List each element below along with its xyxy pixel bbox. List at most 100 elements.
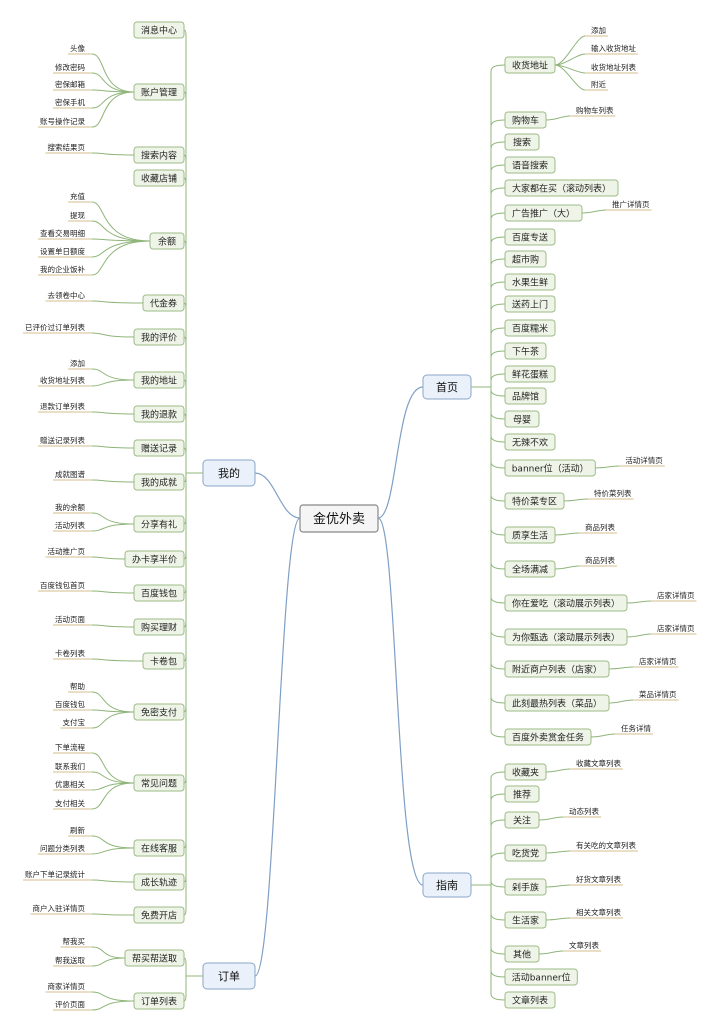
topic-mine-9[interactable]: 赠送记录 bbox=[133, 439, 187, 457]
leaf-mine-16-1[interactable]: 百度钱包 bbox=[53, 699, 135, 713]
topic-mine-6[interactable]: 我的评价 bbox=[133, 328, 187, 346]
topic-mine-4[interactable]: 余额 bbox=[149, 232, 187, 250]
topic-mine-5[interactable]: 代金券 bbox=[142, 294, 187, 312]
leaf-mine-9-0[interactable]: 赠送记录列表 bbox=[38, 435, 135, 449]
branch-guide[interactable]: 指南 bbox=[422, 872, 472, 898]
leaf-guide-0-0[interactable]: 收藏文章列表 bbox=[545, 758, 623, 773]
leaf-mine-17-3[interactable]: 支付相关 bbox=[53, 782, 135, 810]
topic-home-24[interactable]: 百度外卖赏金任务 bbox=[490, 728, 592, 746]
topic-mine-10[interactable]: 我的成就 bbox=[133, 473, 187, 491]
leaf-guide-2-0[interactable]: 动态列表 bbox=[538, 806, 601, 821]
topic-mine-1[interactable]: 账户管理 bbox=[133, 83, 187, 101]
topic-home-19[interactable]: 全场满减 bbox=[490, 560, 556, 578]
topic-home-1[interactable]: 购物车 bbox=[490, 111, 547, 129]
topic-home-11[interactable]: 下午茶 bbox=[490, 342, 547, 360]
leaf-mine-4-3[interactable]: 设置单日额度 bbox=[38, 240, 151, 258]
topic-home-16[interactable]: banner位（活动） bbox=[490, 459, 596, 477]
leaf-mine-17-0[interactable]: 下单流程 bbox=[53, 742, 135, 784]
leaf-home-0-3[interactable]: 附近 bbox=[554, 64, 608, 91]
leaf-mine-4-0[interactable]: 充值 bbox=[68, 191, 151, 242]
leaf-mine-12-0[interactable]: 活动推广页 bbox=[45, 546, 126, 560]
topic-home-2[interactable]: 搜索 bbox=[490, 133, 540, 151]
leaf-mine-20-0[interactable]: 商户入驻详情页 bbox=[30, 903, 135, 916]
topic-guide-0[interactable]: 收藏夹 bbox=[490, 763, 547, 781]
branch-mine[interactable]: 我的 bbox=[202, 459, 256, 487]
leaf-orders-0-1[interactable]: 帮我送取 bbox=[53, 955, 126, 967]
leaf-mine-11-1[interactable]: 活动列表 bbox=[53, 520, 135, 532]
leaf-mine-2-0[interactable]: 搜索结果页 bbox=[45, 142, 135, 156]
leaf-home-18-0[interactable]: 商品列表 bbox=[554, 522, 617, 536]
topic-mine-3[interactable]: 收藏店铺 bbox=[133, 169, 187, 187]
topic-home-23[interactable]: 此刻最热列表（菜品） bbox=[490, 694, 610, 712]
topic-home-4[interactable]: 大家都在买（滚动列表） bbox=[490, 179, 619, 197]
topic-home-9[interactable]: 送药上门 bbox=[490, 295, 556, 313]
topic-home-12[interactable]: 鲜花蛋糕 bbox=[490, 365, 556, 383]
leaf-guide-6-0[interactable]: 文章列表 bbox=[538, 940, 601, 955]
leaf-home-0-2[interactable]: 收货地址列表 bbox=[554, 62, 638, 74]
leaf-mine-5-0[interactable]: 去领卷中心 bbox=[45, 290, 144, 304]
topic-home-18[interactable]: 质享生活 bbox=[490, 526, 556, 544]
topic-mine-19[interactable]: 成长轨迹 bbox=[133, 873, 187, 891]
topic-home-14[interactable]: 母婴 bbox=[490, 410, 540, 428]
leaf-home-24-0[interactable]: 任务详情 bbox=[590, 723, 653, 738]
leaf-orders-0-0[interactable]: 帮我买 bbox=[60, 936, 126, 959]
topic-home-13[interactable]: 品牌馆 bbox=[490, 387, 547, 405]
leaf-guide-5-0[interactable]: 相关文章列表 bbox=[545, 907, 623, 921]
topic-mine-14[interactable]: 购买理财 bbox=[133, 618, 187, 636]
topic-home-20[interactable]: 你在爱吃（滚动展示列表） bbox=[490, 594, 628, 612]
topic-orders-1[interactable]: 订单列表 bbox=[133, 992, 187, 1010]
topic-mine-7[interactable]: 我的地址 bbox=[133, 371, 187, 389]
topic-home-22[interactable]: 附近商户列表（店家） bbox=[490, 660, 610, 678]
topic-home-17[interactable]: 特价菜专区 bbox=[490, 492, 565, 510]
leaf-mine-18-1[interactable]: 问题分类列表 bbox=[38, 843, 135, 855]
leaf-mine-1-4[interactable]: 账号操作记录 bbox=[38, 91, 135, 128]
topic-guide-2[interactable]: 关注 bbox=[490, 811, 540, 829]
topic-mine-15[interactable]: 卡卷包 bbox=[142, 652, 187, 670]
leaf-home-22-0[interactable]: 店家详情页 bbox=[608, 656, 679, 670]
leaf-mine-6-0[interactable]: 已评价过订单列表 bbox=[23, 322, 135, 338]
leaf-mine-10-0[interactable]: 成就图谱 bbox=[53, 469, 135, 483]
topic-home-15[interactable]: 无辣不欢 bbox=[490, 433, 556, 451]
leaf-home-21-0[interactable]: 店家详情页 bbox=[626, 623, 697, 638]
leaf-guide-3-0[interactable]: 有关吃的文章列表 bbox=[545, 840, 638, 854]
topic-guide-5[interactable]: 生活家 bbox=[490, 911, 547, 929]
topic-home-0[interactable]: 收货地址 bbox=[490, 56, 556, 74]
topic-guide-8[interactable]: 文章列表 bbox=[490, 991, 556, 1009]
topic-home-21[interactable]: 为你甄选（滚动展示列表） bbox=[490, 628, 628, 646]
leaf-home-23-0[interactable]: 菜品详情页 bbox=[608, 689, 679, 704]
leaf-home-0-0[interactable]: 添加 bbox=[554, 25, 608, 66]
leaf-home-17-0[interactable]: 特价菜列表 bbox=[563, 488, 634, 502]
leaf-home-1-0[interactable]: 购物车列表 bbox=[545, 105, 616, 121]
leaf-home-16-0[interactable]: 活动详情页 bbox=[595, 455, 665, 469]
topic-mine-20[interactable]: 免费开店 bbox=[133, 906, 187, 924]
leaf-orders-1-1[interactable]: 评价页面 bbox=[53, 1000, 135, 1011]
topic-mine-13[interactable]: 百度钱包 bbox=[133, 584, 187, 602]
topic-mine-12[interactable]: 办卡享半价 bbox=[124, 550, 187, 568]
leaf-mine-15-0[interactable]: 卡卷列表 bbox=[53, 648, 144, 662]
leaf-mine-4-4[interactable]: 我的企业饭补 bbox=[38, 240, 151, 276]
topic-mine-2[interactable]: 搜索内容 bbox=[133, 146, 187, 164]
topic-home-10[interactable]: 百度糯米 bbox=[490, 319, 556, 337]
topic-home-6[interactable]: 百度专送 bbox=[490, 228, 556, 246]
leaf-mine-16-2[interactable]: 支付宝 bbox=[60, 711, 135, 729]
leaf-home-5-0[interactable]: 推广详情页 bbox=[581, 199, 652, 214]
leaf-mine-1-0[interactable]: 头像 bbox=[68, 43, 135, 93]
leaf-home-19-0[interactable]: 商品列表 bbox=[554, 555, 617, 570]
leaf-mine-8-0[interactable]: 退款订单列表 bbox=[38, 401, 135, 415]
leaf-orders-1-0[interactable]: 商家详情页 bbox=[45, 981, 135, 1002]
topic-home-7[interactable]: 超市购 bbox=[490, 250, 547, 268]
branch-home[interactable]: 首页 bbox=[422, 374, 472, 400]
leaf-mine-16-0[interactable]: 帮助 bbox=[68, 681, 135, 713]
topic-mine-8[interactable]: 我的退款 bbox=[133, 405, 187, 423]
leaf-mine-19-0[interactable]: 账户下单记录统计 bbox=[23, 869, 135, 883]
topic-mine-11[interactable]: 分享有礼 bbox=[133, 515, 187, 533]
topic-mine-0[interactable]: 消息中心 bbox=[133, 21, 187, 39]
topic-home-8[interactable]: 水果生鲜 bbox=[490, 273, 556, 291]
leaf-mine-7-1[interactable]: 收货地址列表 bbox=[38, 375, 135, 387]
topic-orders-0[interactable]: 帮买帮送取 bbox=[124, 949, 187, 967]
topic-mine-17[interactable]: 常见问题 bbox=[133, 774, 187, 792]
leaf-home-0-1[interactable]: 输入收货地址 bbox=[554, 43, 638, 66]
leaf-guide-4-0[interactable]: 好货文章列表 bbox=[545, 874, 623, 888]
topic-mine-18[interactable]: 在线客服 bbox=[133, 839, 187, 857]
leaf-mine-13-0[interactable]: 百度钱包首页 bbox=[38, 580, 135, 594]
